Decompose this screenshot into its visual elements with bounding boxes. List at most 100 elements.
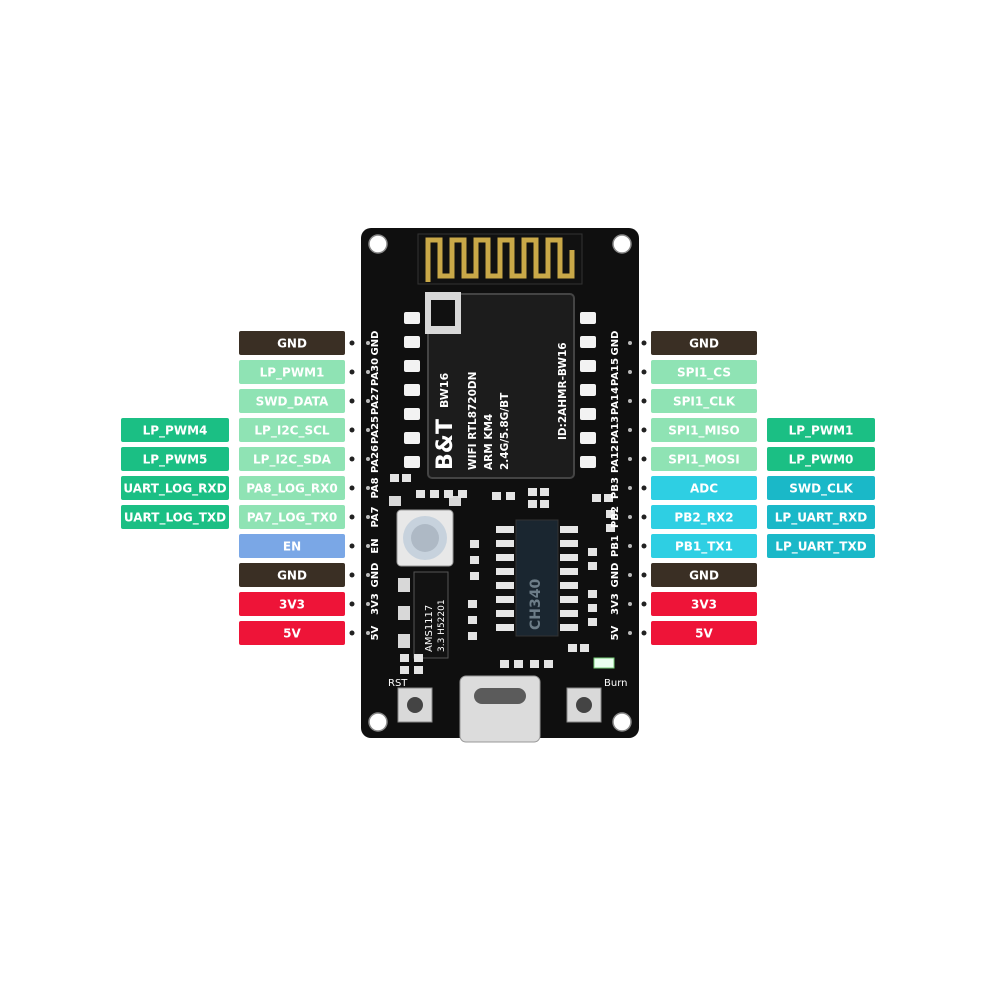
- pin-dot: [641, 369, 647, 375]
- smd-component: [430, 490, 439, 498]
- smd-component: [458, 490, 467, 498]
- module-model: BW16: [438, 372, 451, 408]
- pin-alt-text: LP_PWM1: [789, 424, 854, 439]
- chip-leg: [560, 540, 578, 547]
- smd-component: [492, 492, 501, 500]
- pin-dot: [641, 340, 647, 346]
- pin-label-box: [651, 389, 757, 413]
- pin-label-text: LP_I2C_SCL: [254, 424, 330, 439]
- smd-component: [470, 540, 479, 548]
- smd-component: [606, 510, 615, 518]
- pcb-pin-name: GND: [370, 331, 381, 356]
- right-pin-0: GND: [641, 331, 757, 355]
- mounting-hole: [368, 712, 388, 732]
- smd-component: [468, 600, 477, 608]
- pin-label-text: LP_PWM1: [260, 366, 325, 381]
- pcb-pin-name: PB1: [610, 535, 621, 557]
- header-hole: [366, 341, 370, 345]
- pin-label-box: [651, 563, 757, 587]
- pin-alt-text: LP_PWM5: [143, 453, 208, 468]
- chip-leg: [560, 624, 578, 631]
- pin-label-box: [239, 331, 345, 355]
- smd-component: [568, 644, 577, 652]
- usb-chip-label: CH340: [528, 579, 544, 630]
- burn-label: Burn: [604, 678, 627, 689]
- module-pad: [580, 384, 596, 396]
- module-pad: [580, 456, 596, 468]
- smd-component: [592, 494, 601, 502]
- pin-label-text: EN: [283, 540, 301, 554]
- pin-label-text: GND: [689, 569, 719, 583]
- module-pad: [580, 336, 596, 348]
- pin-label-box: [239, 621, 345, 645]
- smd-component: [604, 494, 613, 502]
- pin-label-text: SPI1_CLK: [673, 395, 736, 410]
- chip-leg: [496, 610, 514, 617]
- pin-label-box: [651, 592, 757, 616]
- right-pin-9: 3V3: [641, 592, 757, 616]
- left-pin-10: 5V: [239, 621, 355, 645]
- pin-label-text: 5V: [283, 627, 301, 641]
- pin-label-box: [651, 476, 757, 500]
- module-pads: [404, 312, 596, 468]
- pin-label-box: [239, 447, 345, 471]
- chip-leg: [560, 582, 578, 589]
- pin-dot: [349, 398, 355, 404]
- smd-component: [588, 618, 597, 626]
- pcb-pin-name: PA13: [610, 416, 621, 444]
- pin-dot: [641, 572, 647, 578]
- burn-button[interactable]: [566, 687, 602, 723]
- header-hole: [628, 370, 632, 374]
- header-hole: [628, 544, 632, 548]
- right-pin-10: 5V: [641, 621, 757, 645]
- pcb-pin-name: 5V: [610, 625, 621, 640]
- rgb-led: [389, 496, 461, 567]
- module-pad: [404, 336, 420, 348]
- smd-component: [528, 500, 537, 508]
- module-pad: [404, 312, 420, 324]
- pcb-pin-name: 3V3: [610, 593, 621, 615]
- left-pin-9: 3V3: [239, 592, 355, 616]
- chip-leg: [560, 596, 578, 603]
- rst-button[interactable]: [397, 687, 433, 723]
- chip-leg: [496, 624, 514, 631]
- usb-c-connector: [459, 675, 541, 743]
- pin-label-text: 3V3: [691, 598, 717, 612]
- pin-dot: [349, 456, 355, 462]
- pin-alt-box: [121, 476, 229, 500]
- chip-leg: [496, 596, 514, 603]
- module-line2: ARM KM4: [483, 414, 495, 470]
- pin-dot: [641, 456, 647, 462]
- module-pad: [404, 456, 420, 468]
- pin-label-text: ADC: [690, 482, 718, 496]
- pin-label-box: [651, 534, 757, 558]
- pin-dot: [349, 369, 355, 375]
- pcb-pin-name: PA14: [610, 387, 621, 415]
- pin-label-box: [239, 563, 345, 587]
- pcb-pin-name: GND: [610, 331, 621, 356]
- pin-labels: GNDLP_PWM1SWD_DATALP_I2C_SCLLP_PWM4LP_I2…: [121, 331, 875, 645]
- right-pin-6: PB2_RX2 LP_UART_RXD: [641, 505, 875, 529]
- smd-component: [528, 488, 537, 496]
- pcb-pin-name: PB3: [610, 477, 621, 499]
- smd-component: [400, 666, 409, 674]
- pcb-pin-name: EN: [370, 538, 381, 553]
- pin-alt-text: LP_UART_RXD: [775, 511, 867, 526]
- chip-leg: [560, 568, 578, 575]
- pcb-pin-name: PA15: [610, 358, 621, 386]
- chip-leg: [560, 526, 578, 533]
- pin-label-text: GND: [277, 337, 307, 351]
- pcb-pin-name: PA25: [370, 416, 381, 444]
- pin-label-text: PB2_RX2: [674, 511, 733, 526]
- chip-leg: [496, 526, 514, 533]
- mounting-hole: [368, 234, 388, 254]
- pin-label-box: [239, 418, 345, 442]
- pin-dot: [349, 427, 355, 433]
- smd-component: [500, 660, 509, 668]
- pin-alt-box: [767, 505, 875, 529]
